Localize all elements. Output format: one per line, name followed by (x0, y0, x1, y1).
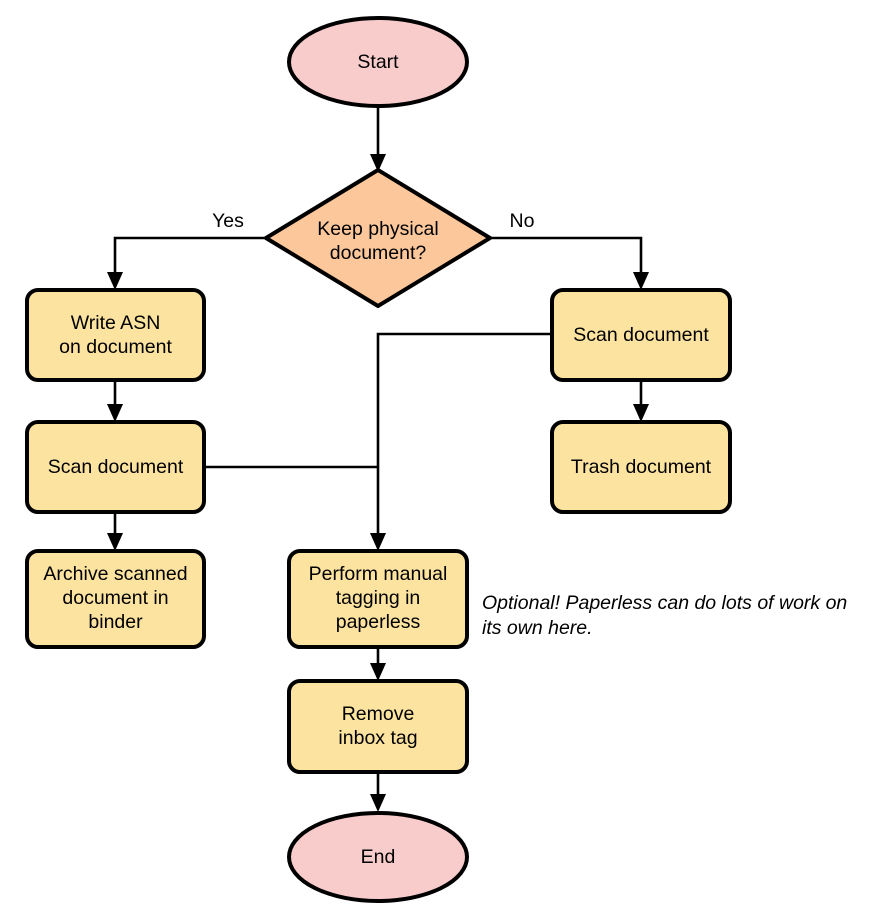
manual-tagging-label-line1: Perform manual (309, 563, 448, 585)
manual-tagging-label-line3: paperless (336, 611, 421, 633)
start-label: Start (357, 51, 399, 73)
remove-inbox-tag-label-line1: Remove (342, 703, 415, 725)
node-manual-tagging[interactable]: Perform manual tagging in paperless (287, 549, 469, 649)
edge-remove-to-end (370, 772, 386, 812)
archive-binder-label-line1: Archive scanned (43, 563, 187, 585)
scan-document-left-box[interactable] (25, 420, 206, 514)
edge-scan-left-to-archive (107, 512, 123, 551)
node-scan-document-right[interactable]: Scan document (550, 288, 732, 382)
node-trash-document[interactable]: Trash document (550, 420, 732, 514)
decision-label-line1: Keep physical (317, 218, 438, 240)
node-end[interactable]: End (287, 811, 469, 903)
scan-document-right-box[interactable] (550, 288, 732, 382)
edge-tagging-to-remove (370, 647, 386, 681)
start-ellipse[interactable] (287, 16, 469, 108)
edge-write-asn-to-scan (107, 380, 123, 422)
optional-note-line1: Optional! Paperless can do lots of work … (482, 592, 847, 614)
manual-tagging-box[interactable] (287, 549, 469, 649)
decision-diamond[interactable] (264, 168, 492, 308)
manual-tagging-label-line2: tagging in (336, 587, 421, 609)
remove-inbox-tag-label-line2: inbox tag (338, 727, 417, 749)
node-archive-binder[interactable]: Archive scanned document in binder (25, 549, 206, 649)
annotation-optional-note: Optional! Paperless can do lots of work … (482, 592, 847, 639)
remove-inbox-tag-box[interactable] (287, 679, 469, 774)
edge-scan-right-to-tagging (370, 332, 552, 551)
node-write-asn[interactable]: Write ASN on document (25, 288, 206, 382)
edge-start-to-decision (370, 104, 386, 172)
edge-scan-right-to-trash (633, 380, 649, 422)
trash-document-label: Trash document (571, 456, 712, 478)
scan-document-left-label: Scan document (48, 456, 184, 478)
node-decision-keep-physical[interactable]: Keep physical document? (264, 168, 492, 308)
decision-label-line2: document? (330, 242, 427, 264)
edge-label-yes: Yes (212, 210, 244, 232)
edge-label-no: No (510, 210, 535, 232)
scan-document-right-label: Scan document (573, 324, 709, 346)
node-scan-document-left[interactable]: Scan document (25, 420, 206, 514)
node-start[interactable]: Start (287, 16, 469, 108)
edge-decision-no (490, 236, 649, 290)
write-asn-label-line1: Write ASN (71, 312, 161, 334)
archive-binder-label-line2: document in (62, 587, 168, 609)
edge-decision-yes (107, 236, 266, 290)
write-asn-box[interactable] (25, 288, 206, 382)
write-asn-label-line2: on document (59, 336, 172, 358)
optional-note-line2: its own here. (482, 617, 593, 639)
end-label: End (361, 846, 396, 868)
trash-document-box[interactable] (550, 420, 732, 514)
archive-binder-box[interactable] (25, 549, 206, 649)
node-remove-inbox-tag[interactable]: Remove inbox tag (287, 679, 469, 774)
archive-binder-label-line3: binder (88, 611, 143, 633)
end-ellipse[interactable] (287, 811, 469, 903)
